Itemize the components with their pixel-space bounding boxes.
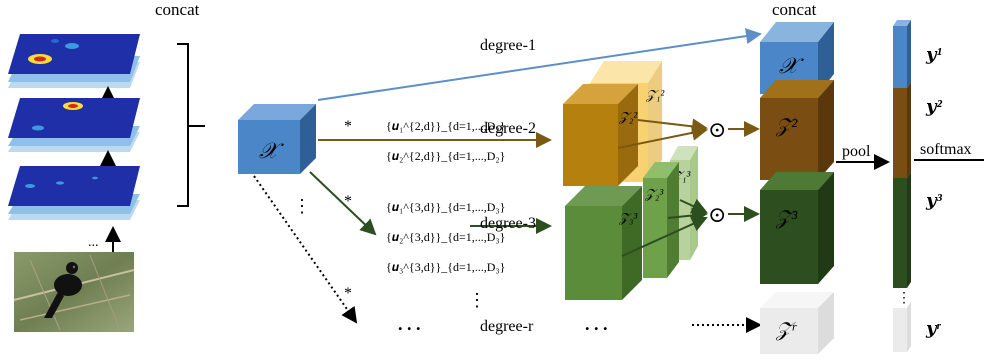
input-bird-photo [13, 252, 135, 332]
y3-label: 𝒚³ [925, 190, 942, 210]
z1-2-label: 𝒵₁² [645, 87, 665, 102]
softmax-label: softmax [920, 141, 972, 158]
hdots-left: . . . [398, 314, 421, 334]
input-tensor-x-cube [238, 104, 316, 174]
y2-label: 𝒚² [925, 96, 942, 116]
concat-left-label: concat [155, 0, 200, 19]
odot-degree-2: ⊙ [708, 117, 726, 142]
degree-2-label: degree-2 [480, 120, 536, 137]
filter-set-3-2: {𝒖₂^{3,d}}_{d=1,...,D₃} [386, 230, 505, 244]
output-vector [893, 20, 911, 352]
filter-vdots: ⋮ [468, 290, 486, 310]
feature-map-stack-3 [8, 166, 140, 220]
degree-r-label: degree-r [480, 318, 534, 335]
filter-set-2-1: {𝒖₁^{2,d}}_{d=1,...,D₂} [386, 119, 505, 133]
z2-3-label: 𝒵₂³ [644, 186, 664, 201]
hdots-right: . . . [585, 314, 608, 334]
conv-symbol-r: * [344, 285, 352, 302]
degree-1-label: degree-1 [480, 37, 536, 54]
input-ellipsis: ... [88, 235, 99, 250]
z2-2-label: 𝒵₂² [618, 109, 638, 124]
concat-cube-z3 [760, 172, 834, 284]
output-vdots: ⋮ [897, 291, 911, 306]
concat-z2-symbol: 𝒵² [775, 115, 798, 137]
concat-right-label: concat [772, 0, 817, 19]
odot-degree-3: ⊙ [708, 202, 726, 227]
concat-bracket [177, 43, 205, 207]
degree-1-arrow [317, 28, 762, 101]
deg2-merge-arrow-2 [617, 124, 708, 149]
concat-cube-z2 [760, 80, 834, 180]
feature-map-stack-2 [8, 98, 140, 152]
feature-map-stack-1 [8, 34, 140, 88]
conv-symbol-2: * [344, 118, 352, 135]
x-vdots: ⋮ [293, 196, 311, 216]
conv-symbol-3: * [344, 193, 352, 210]
deg3-merge-arrow-3 [621, 216, 708, 257]
yr-label: 𝒚ʳ [925, 318, 941, 338]
degree-3-arrow [309, 171, 377, 236]
degree-2-block-z2 [563, 84, 638, 186]
z3-3-label: 𝒵₃³ [618, 210, 638, 225]
concat-zr-symbol: 𝒵ʳ [775, 319, 797, 341]
filter-set-3-1: {𝒖₁^{3,d}}_{d=1,...,D₃} [386, 200, 505, 214]
degree-3-block-z2 [643, 162, 679, 278]
filter-set-3-3: {𝒖₃^{3,d}}_{d=1,...,D₃} [386, 260, 505, 274]
concat-cube-zr [760, 292, 834, 354]
degree-3-block-z3 [565, 186, 642, 300]
concat-z3-symbol: 𝒵³ [775, 207, 798, 229]
y1-label: 𝒚¹ [925, 44, 942, 64]
degree-3-label: degree-3 [480, 215, 536, 232]
filter-set-2-2: {𝒖₂^{2,d}}_{d=1,...,D₂} [386, 149, 505, 163]
pool-label: pool [842, 143, 871, 160]
deg3-merge-arrow-2 [667, 207, 708, 224]
